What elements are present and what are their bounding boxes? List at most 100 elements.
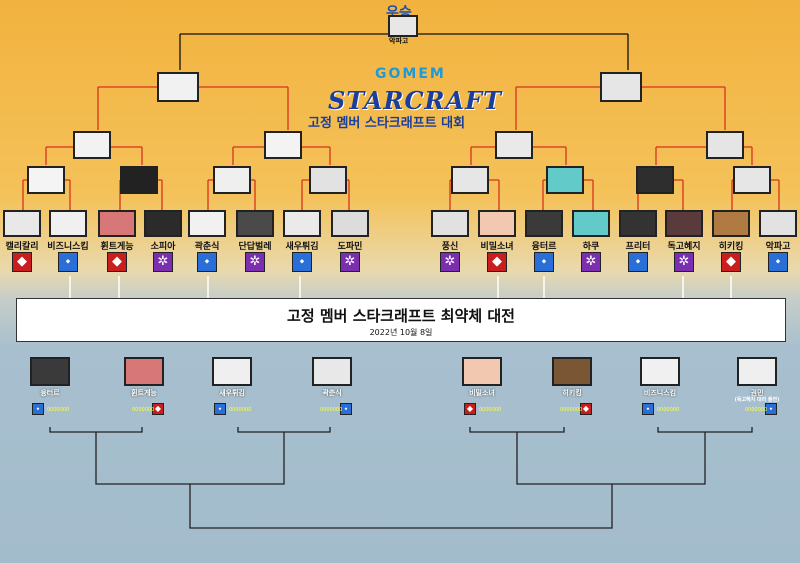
protoss-race-icon: ◆	[107, 252, 127, 272]
semifinal-portrait-right	[600, 72, 642, 102]
zerg-race-icon: ✲	[674, 252, 694, 272]
terran-race-icon: ⬩	[197, 252, 217, 272]
player-portrait	[737, 357, 777, 386]
winner-name: 악파고	[389, 37, 409, 45]
winner-portrait	[388, 15, 418, 37]
r8-portrait-5	[451, 166, 489, 194]
player-name: 새우튀김	[285, 242, 319, 252]
player-name: 비즈니스킴	[643, 389, 677, 397]
player-name: 융터르	[531, 242, 557, 252]
player-name: 곽춘식	[194, 242, 220, 252]
player-portrait	[478, 210, 516, 237]
player-name: 프리터	[625, 242, 651, 252]
terran-race-icon: ⬩	[765, 403, 777, 415]
player-portrait	[552, 357, 592, 386]
player-name: 곽춘식	[322, 389, 342, 397]
player-portrait	[640, 357, 680, 386]
r8-portrait-2	[120, 166, 158, 194]
player-name: 비밀소녀	[480, 242, 514, 252]
terran-race-icon: ⬩	[628, 252, 648, 272]
player-name: 히키킹	[562, 389, 582, 397]
player-portrait	[124, 357, 164, 386]
player-name: 휜트게능	[131, 389, 157, 397]
player-portrait	[3, 210, 41, 237]
banner-date: 2022년 10월 8일	[369, 328, 433, 337]
terran-race-icon: ⬩	[292, 252, 312, 272]
r8-portrait-8	[733, 166, 771, 194]
terran-race-icon: ⬩	[58, 252, 78, 272]
player-tag: 0000000	[47, 407, 70, 413]
player-tag: 0000000	[132, 407, 155, 413]
quarter-portrait-1	[73, 131, 111, 159]
player-name: 권민	[750, 389, 764, 397]
player-portrait	[236, 210, 274, 237]
zerg-race-icon: ✲	[581, 252, 601, 272]
banner: 고정 멤버 스타크래프트 최약체 대전 2022년 10월 8일	[16, 298, 786, 342]
player-name: 새우튀김	[219, 389, 245, 397]
semifinal-portrait-left	[157, 72, 199, 102]
r8-portrait-1	[27, 166, 65, 194]
player-portrait	[572, 210, 610, 237]
banner-title: 고정 멤버 스타크래프트 최약체 대전	[287, 307, 515, 325]
player-name: 단답벌레	[238, 242, 272, 252]
player-portrait	[759, 210, 797, 237]
player-name: 비즈니스킴	[47, 242, 89, 252]
player-name: 소피아	[150, 242, 176, 252]
logo-starcraft: STARCRAFT	[328, 86, 503, 115]
player-name: 캘리칼리	[5, 242, 39, 252]
player-name: 하쿠	[582, 242, 600, 252]
player-portrait	[312, 357, 352, 386]
player-portrait	[431, 210, 469, 237]
player-portrait	[462, 357, 502, 386]
player-name: 융터르	[40, 389, 60, 397]
terran-race-icon: ⬩	[768, 252, 788, 272]
player-name: 히키킹	[718, 242, 744, 252]
r8-portrait-4	[309, 166, 347, 194]
player-name: 악파고	[765, 242, 791, 252]
terran-race-icon: ⬩	[642, 403, 654, 415]
logo-gomem: GOMEM	[375, 66, 446, 82]
protoss-race-icon: ◆	[721, 252, 741, 272]
player-portrait	[30, 357, 70, 386]
player-tag: 0000000	[560, 407, 583, 413]
quarter-portrait-2	[264, 131, 302, 159]
protoss-race-icon: ◆	[152, 403, 164, 415]
terran-race-icon: ⬩	[32, 403, 44, 415]
player-tag: 0000000	[657, 407, 680, 413]
player-portrait	[712, 210, 750, 237]
terran-race-icon: ⬩	[534, 252, 554, 272]
player-portrait	[525, 210, 563, 237]
player-tag: 0000000	[320, 407, 343, 413]
player-name: 도파민	[337, 242, 363, 252]
protoss-race-icon: ◆	[487, 252, 507, 272]
player-tag: 0000000	[229, 407, 252, 413]
player-portrait	[188, 210, 226, 237]
r8-portrait-3	[213, 166, 251, 194]
r8-portrait-6	[546, 166, 584, 194]
player-portrait	[331, 210, 369, 237]
player-portrait	[49, 210, 87, 237]
player-name: 비밀소녀	[469, 389, 495, 397]
player-note: (독고혜지 대리 출전)	[734, 397, 780, 403]
player-tag: 0000000	[745, 407, 768, 413]
player-name: 풍신	[441, 242, 459, 252]
zerg-race-icon: ✲	[153, 252, 173, 272]
player-portrait	[665, 210, 703, 237]
terran-race-icon: ⬩	[214, 403, 226, 415]
terran-race-icon: ⬩	[340, 403, 352, 415]
r8-portrait-7	[636, 166, 674, 194]
quarter-portrait-4	[706, 131, 744, 159]
player-portrait	[144, 210, 182, 237]
zerg-race-icon: ✲	[245, 252, 265, 272]
player-name: 휜트게능	[100, 242, 134, 252]
protoss-race-icon: ◆	[580, 403, 592, 415]
player-name: 독고혜지	[667, 242, 701, 252]
tournament-title: 고정 멤버 스타크래프트 대회	[308, 116, 466, 131]
player-portrait	[619, 210, 657, 237]
player-portrait	[212, 357, 252, 386]
zerg-race-icon: ✲	[340, 252, 360, 272]
protoss-race-icon: ◆	[464, 403, 476, 415]
quarter-portrait-3	[495, 131, 533, 159]
